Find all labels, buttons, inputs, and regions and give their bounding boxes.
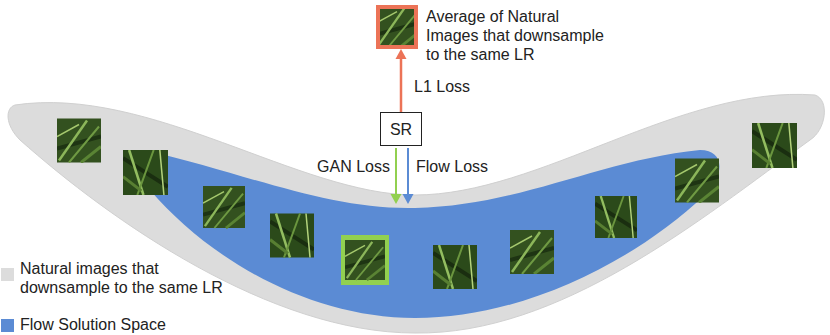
connector-line (400, 57, 403, 112)
edge-label: L1 Loss (414, 77, 470, 96)
loss-label: GAN Loss (317, 157, 390, 176)
loss-label: Flow Loss (416, 157, 488, 176)
legend-swatch (1, 268, 14, 281)
legend-swatch (1, 319, 14, 332)
process-box: SR (380, 112, 422, 146)
heading-text: Average of Natural Images that downsampl… (426, 7, 610, 64)
legend-text: Flow Solution Space (20, 315, 240, 334)
arrow-head (396, 49, 407, 59)
loss-arrow (396, 49, 407, 112)
node-label: SR (390, 120, 412, 139)
legend-text: Natural images that downsample to the sa… (20, 259, 240, 297)
image-tile: Average of Natural Images that downsampl… (376, 5, 418, 49)
